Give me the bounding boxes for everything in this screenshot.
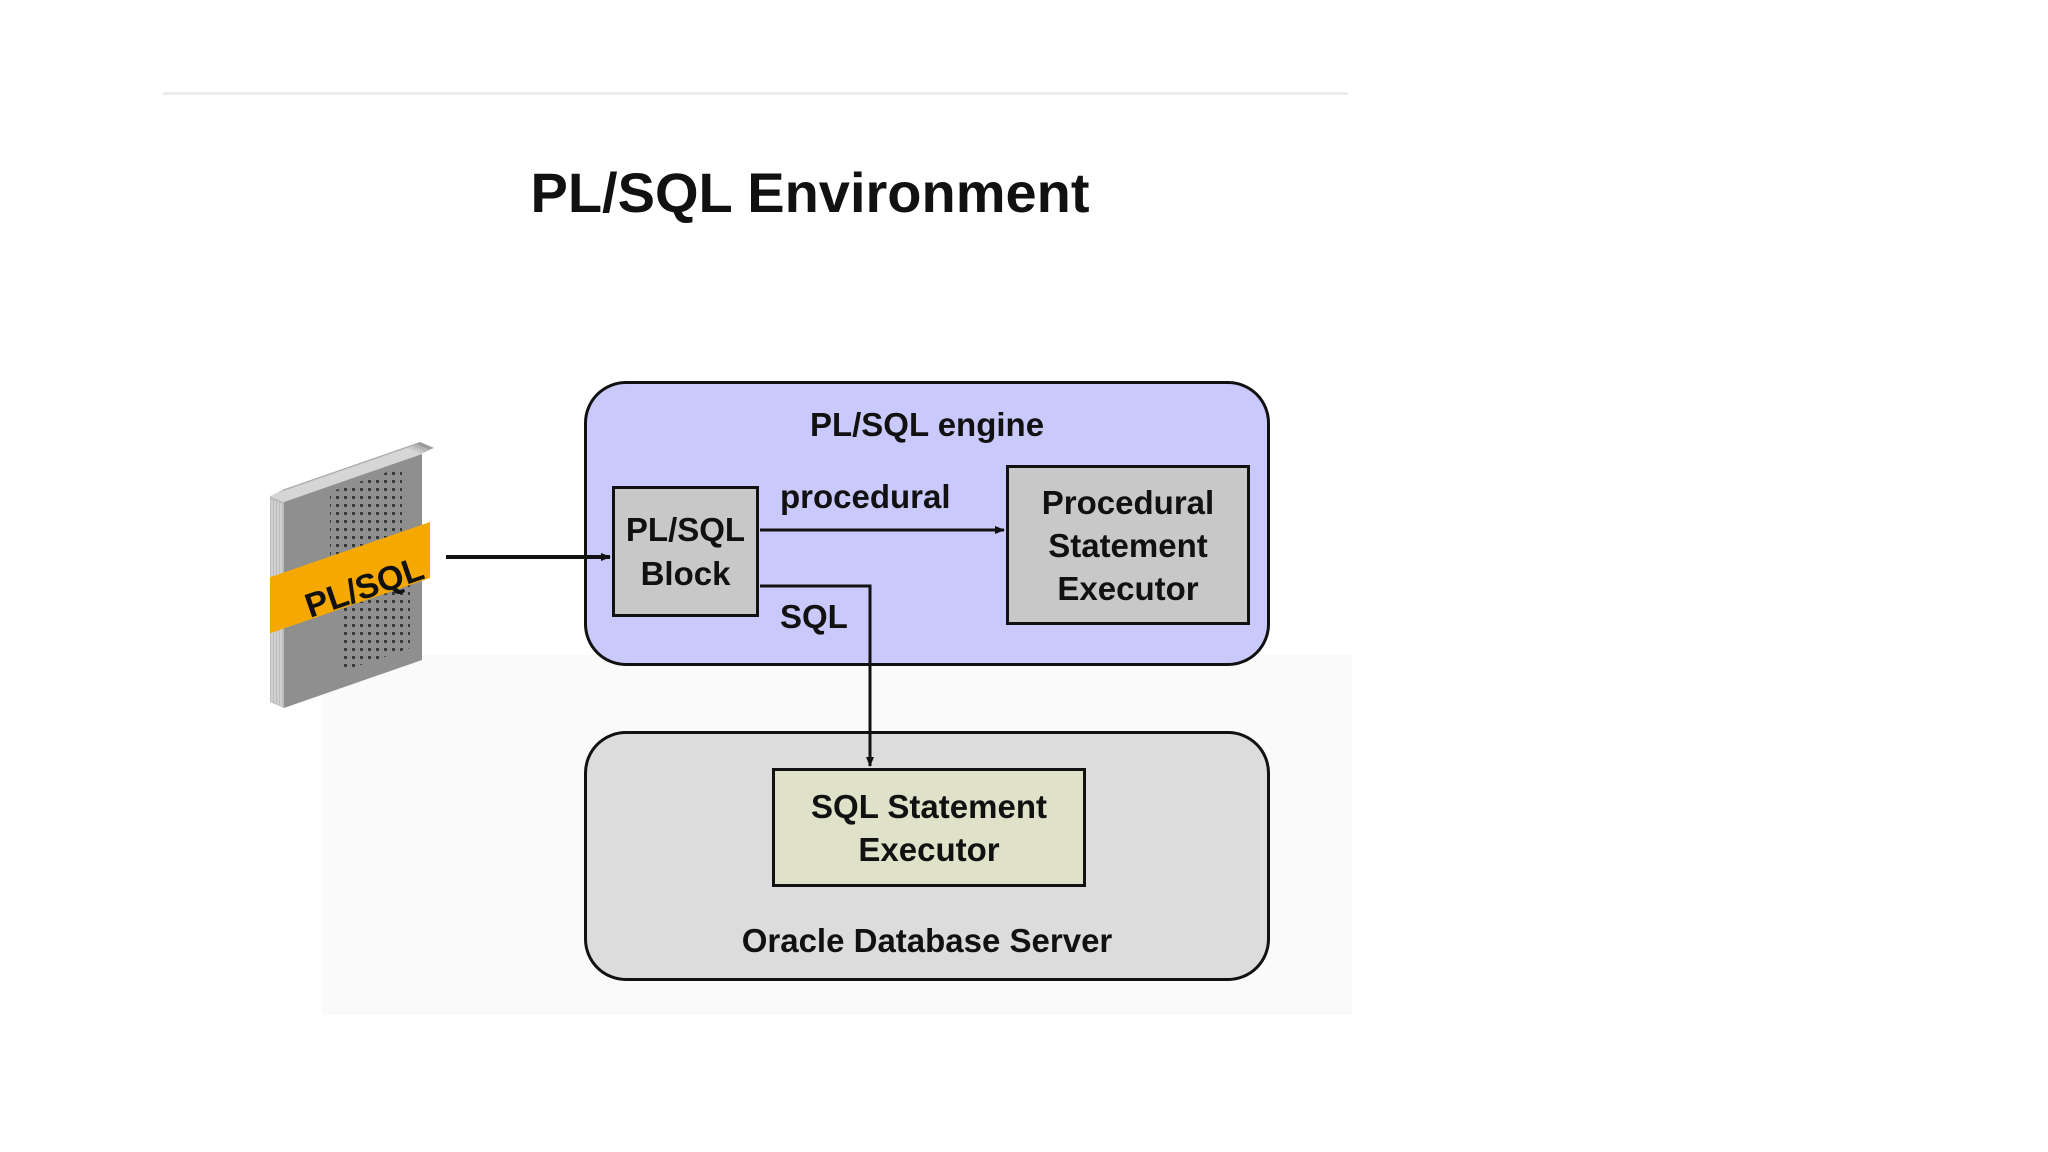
plsql-block-box: PL/SQL Block	[612, 486, 759, 617]
slide-title: PL/SQL Environment	[530, 161, 1090, 224]
plsql-band	[270, 522, 430, 634]
sql-edge-label: SQL	[780, 598, 848, 635]
oracle-database-server-label: Oracle Database Server	[741, 922, 1113, 959]
plsql-engine-label: PL/SQL engine	[809, 406, 1045, 443]
sql-executor-line1: SQL Statement	[811, 787, 1047, 825]
sql-arrow	[760, 584, 874, 767]
sql-statement-executor-box: SQL Statement Executor	[772, 768, 1086, 887]
procedural-edge-label: procedural	[780, 478, 951, 515]
sql-executor-line2: Executor	[858, 830, 1000, 868]
plsql-block-line1: PL/SQL	[625, 510, 746, 548]
plsql-document-stack-icon: PL/SQL	[270, 442, 434, 708]
top-divider	[163, 92, 1348, 95]
plsql-block-line2: Block	[640, 554, 731, 592]
procedural-executor-line3: Executor	[1057, 569, 1199, 607]
procedural-statement-executor-box: Procedural Statement Executor	[1006, 465, 1250, 625]
procedural-executor-line1: Procedural	[1041, 483, 1215, 521]
procedural-executor-line2: Statement	[1048, 526, 1208, 564]
